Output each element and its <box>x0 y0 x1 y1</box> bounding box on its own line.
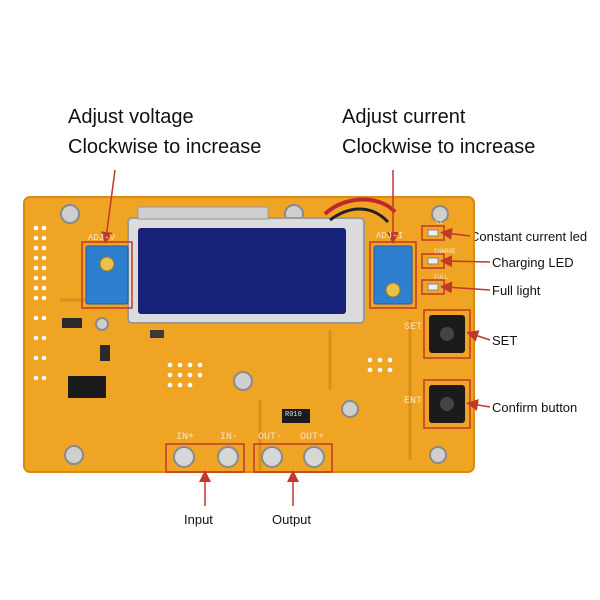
via-holes <box>33 225 393 388</box>
silk-adj-v: ADJ-V <box>88 233 116 243</box>
full-light-label: Full light <box>492 283 541 298</box>
lcd-screen <box>138 228 346 314</box>
voltage-trimmer <box>85 245 129 305</box>
current-trimmer <box>373 245 413 305</box>
silk-out-plus: OUT+ <box>300 432 325 443</box>
ic-chip <box>68 376 106 398</box>
confirm-button-label: Confirm button <box>492 400 578 415</box>
terminal-pads <box>173 446 325 468</box>
shunt-resistor <box>282 409 310 423</box>
constant-current-led-label: Constant current led <box>470 229 588 244</box>
set-label: SET <box>492 333 518 348</box>
input-label: Input <box>184 512 213 527</box>
silk-charge: CHARGE <box>434 248 456 255</box>
silk-in-plus: IN+ <box>176 432 195 443</box>
silk-set: SET <box>404 322 423 333</box>
charging-led-label: Charging LED <box>492 255 574 270</box>
status-leds <box>427 229 439 291</box>
lcd-connector <box>137 206 269 220</box>
silk-in-minus: IN- <box>220 432 239 443</box>
adjust-current-hint: Clockwise to increase <box>342 136 536 158</box>
adjust-voltage-hint: Clockwise to increase <box>68 136 262 158</box>
silk-ent: ENT <box>404 396 423 407</box>
wires <box>323 197 397 216</box>
silk-adj-i: ADJ-I <box>376 231 404 241</box>
adjust-current-title: Adjust current <box>342 106 466 128</box>
adjust-voltage-title: Adjust voltage <box>68 106 194 128</box>
mounting-holes <box>60 204 449 465</box>
callout-lines <box>100 169 491 506</box>
silk-out-minus: OUT- <box>258 432 283 443</box>
silk-resistor: R010 <box>285 411 302 419</box>
output-label: Output <box>272 512 312 527</box>
silk-cc: CC <box>436 219 444 226</box>
silk-full: FULL <box>434 274 449 281</box>
